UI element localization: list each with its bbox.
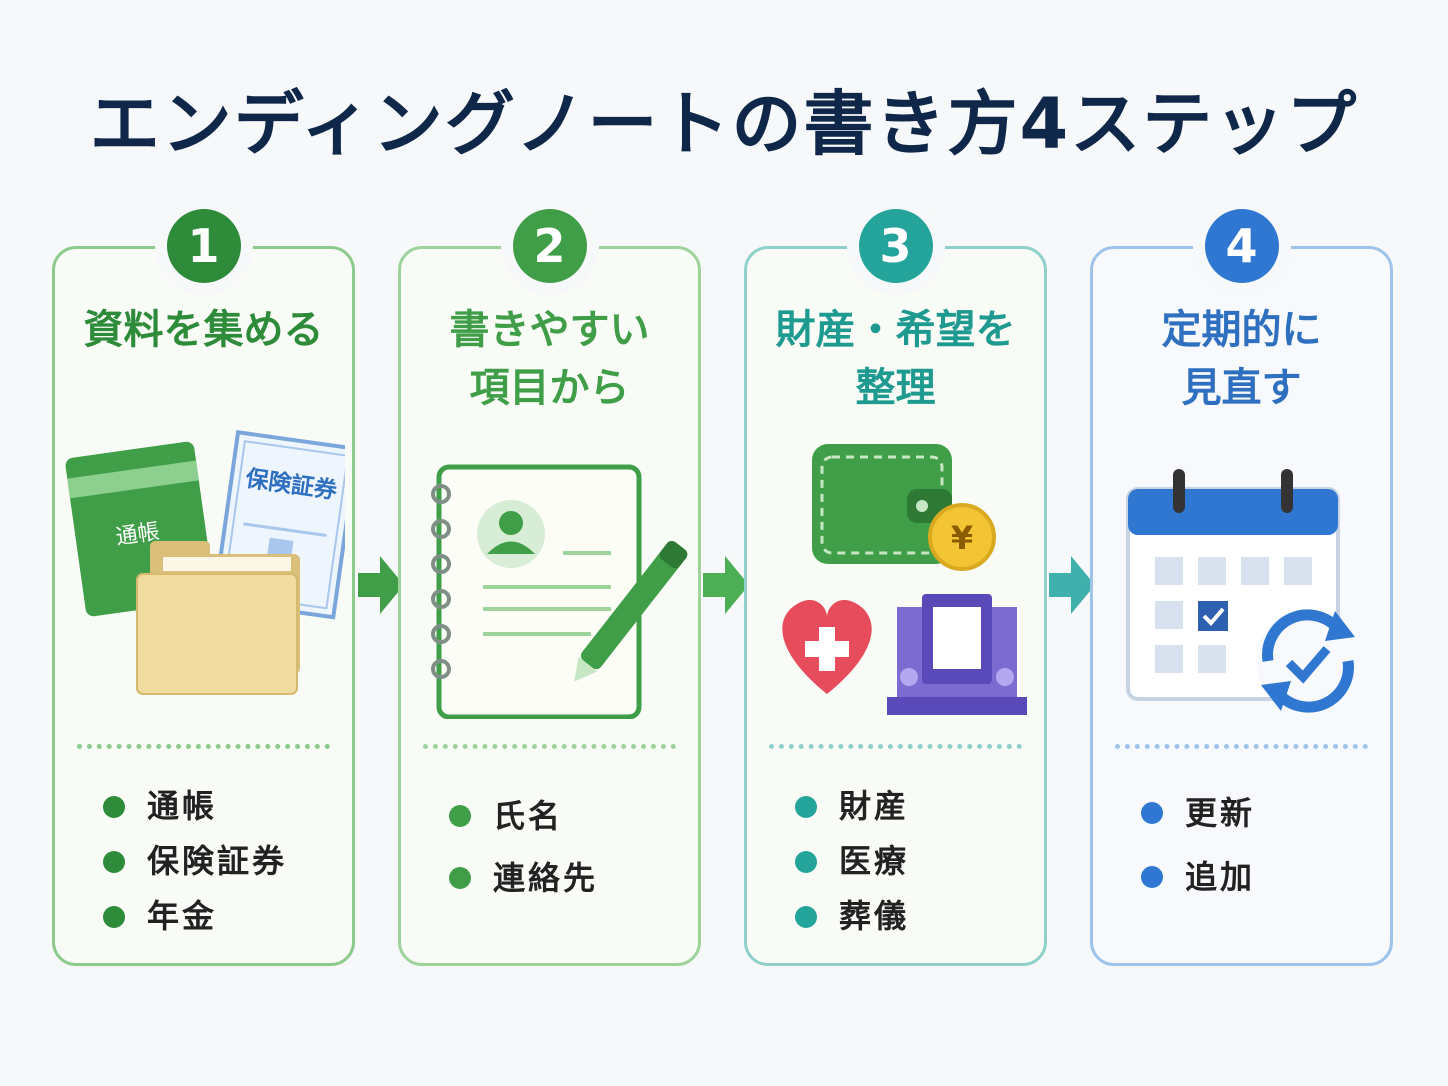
list-item: 連絡先 bbox=[443, 847, 598, 909]
step-number-badge: 3 bbox=[858, 209, 933, 283]
item-list: 財産 医療 葬儀 bbox=[789, 779, 909, 944]
list-item: 葬儀 bbox=[789, 889, 909, 944]
item-list: 通帳 保険証券 年金 bbox=[97, 779, 287, 944]
step-title: 財産・希望を 整理 bbox=[747, 301, 1044, 417]
step-number-badge: 1 bbox=[166, 209, 241, 283]
list-item: 追加 bbox=[1135, 845, 1255, 909]
notebook-pen-icon bbox=[431, 464, 688, 719]
list-item: 財産 bbox=[789, 779, 909, 834]
step-title: 定期的に 見直す bbox=[1093, 301, 1390, 417]
folder-passbook-icon: 保険証券 通帳 bbox=[65, 429, 345, 695]
calendar-refresh-icon bbox=[1126, 469, 1360, 713]
step-title-line: 見直す bbox=[1181, 365, 1302, 411]
step-card-3: 3 財産・希望を 整理 ¥ 財産 医療 葬儀 bbox=[744, 209, 1047, 966]
step-card-4: 4 定期的に 見直す 更新 追加 bbox=[1090, 209, 1393, 966]
list-item: 通帳 bbox=[97, 779, 287, 834]
step-card-1: 1 資料を集める 保険証券 通帳 通帳 保険証券 年金 bbox=[52, 209, 355, 966]
page-title: エンディングノートの書き方4ステップ bbox=[89, 83, 1359, 165]
step-title: 資料を集める bbox=[55, 301, 352, 359]
list-item: 更新 bbox=[1135, 781, 1255, 845]
divider bbox=[423, 744, 676, 749]
right-arrow-icon bbox=[1049, 556, 1095, 614]
divider bbox=[77, 744, 330, 749]
item-list: 更新 追加 bbox=[1135, 781, 1255, 909]
step-title-line: 資料を集める bbox=[83, 307, 324, 353]
list-item: 年金 bbox=[97, 889, 287, 944]
list-item: 氏名 bbox=[443, 785, 598, 847]
step-number-badge: 4 bbox=[1204, 209, 1279, 283]
right-arrow-icon bbox=[358, 556, 404, 614]
divider bbox=[769, 744, 1022, 749]
step-card-2: 2 書きやすい 項目から 氏名 連絡先 bbox=[398, 209, 701, 966]
list-item: 保険証券 bbox=[97, 834, 287, 889]
step-title: 書きやすい 項目から bbox=[401, 301, 698, 417]
step-title-line: 書きやすい bbox=[449, 307, 650, 353]
step-title-line: 項目から bbox=[469, 365, 630, 411]
step-number-badge: 2 bbox=[512, 209, 587, 283]
step-title-line: 整理 bbox=[855, 365, 936, 411]
item-list: 氏名 連絡先 bbox=[443, 785, 598, 909]
list-item: 医療 bbox=[789, 834, 909, 889]
yen-label: ¥ bbox=[951, 519, 973, 557]
step-title-line: 定期的に bbox=[1161, 307, 1322, 353]
step-title-line: 財産・希望を bbox=[775, 307, 1016, 353]
wallet-heart-altar-icon: ¥ bbox=[782, 444, 1027, 715]
divider bbox=[1115, 744, 1368, 749]
right-arrow-icon bbox=[703, 556, 749, 614]
